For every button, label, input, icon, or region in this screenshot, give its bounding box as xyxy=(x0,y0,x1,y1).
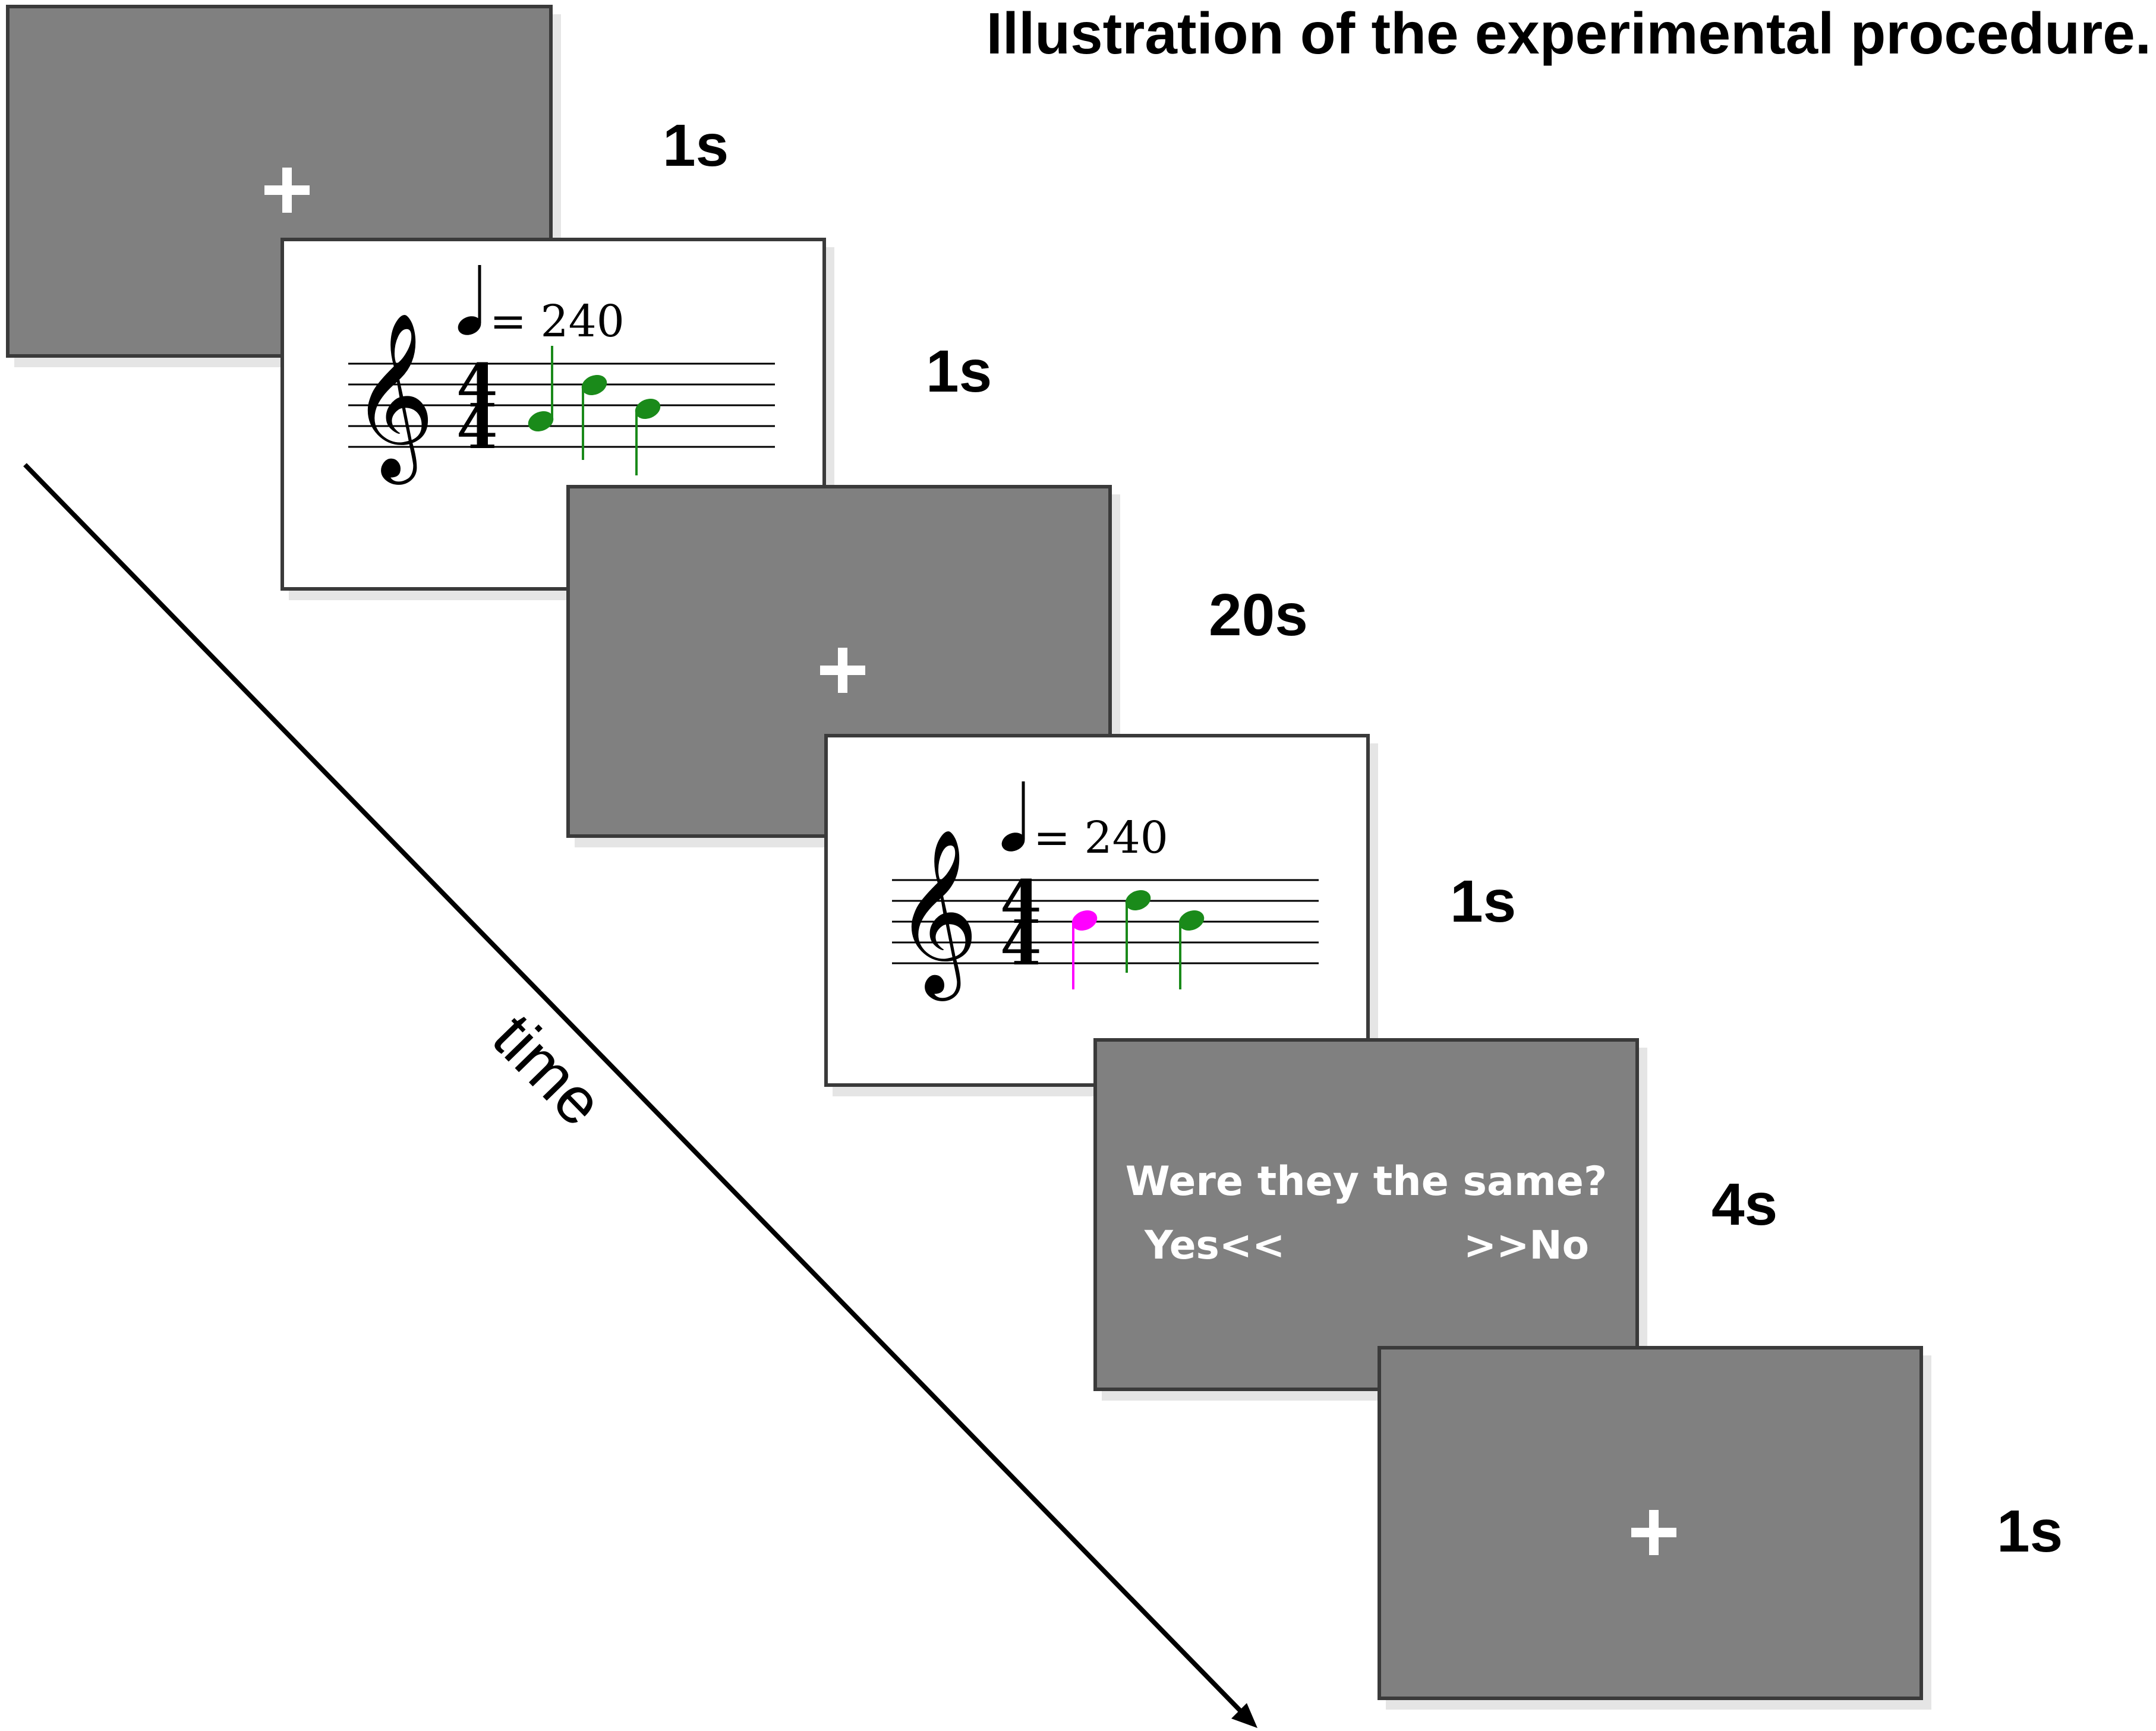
fixation-cross-icon xyxy=(264,168,310,213)
figure-title: Illustration of the experimental procedu… xyxy=(986,1,2151,66)
treble-clef-icon: 𝄞 xyxy=(894,827,979,1001)
frame-question: Were they the same? Yes<< >>No xyxy=(1093,1038,1639,1391)
duration-label-1: 1s xyxy=(663,112,729,179)
fixation-cross-icon xyxy=(820,648,865,693)
no-option: >>No xyxy=(1463,1222,1589,1268)
note-head xyxy=(1125,890,1151,910)
duration-label-4: 1s xyxy=(1450,868,1517,935)
yes-option: Yes<< xyxy=(1145,1222,1285,1268)
time-signature-bottom: 4 xyxy=(456,392,498,462)
music-score: 𝄞 4 4 = 240 xyxy=(348,265,775,485)
time-signature-top: 4 xyxy=(1000,867,1042,937)
melody-notes xyxy=(1071,890,1205,989)
duration-label-5: 4s xyxy=(1711,1171,1778,1238)
tempo-note-icon xyxy=(1001,781,1025,852)
duration-label-6: 1s xyxy=(1997,1498,2063,1565)
treble-clef-icon: 𝄞 xyxy=(351,311,435,485)
note-head xyxy=(581,375,607,395)
arrowhead-icon xyxy=(1231,1703,1257,1728)
duration-label-2: 1s xyxy=(926,338,992,405)
melody-notes xyxy=(528,346,661,475)
fixation-cross-icon xyxy=(1631,1510,1676,1555)
tempo-marking: = 240 xyxy=(490,296,625,347)
duration-label-3: 20s xyxy=(1209,582,1308,648)
note-head xyxy=(1178,910,1205,931)
question-text: Were they the same? xyxy=(1125,1158,1607,1205)
note-head xyxy=(528,411,554,431)
frame-score-2: 𝄞 4 4 = 240 xyxy=(824,734,1370,1087)
tempo-note-icon xyxy=(458,265,481,335)
time-signature-bottom: 4 xyxy=(1000,909,1042,979)
time-signature-top: 4 xyxy=(456,351,498,421)
note-head xyxy=(635,399,661,419)
frame-fixation-3 xyxy=(1378,1346,1923,1700)
note-head xyxy=(1071,910,1098,931)
tempo-marking: = 240 xyxy=(1033,812,1168,863)
music-score: 𝄞 4 4 = 240 xyxy=(892,781,1319,1001)
